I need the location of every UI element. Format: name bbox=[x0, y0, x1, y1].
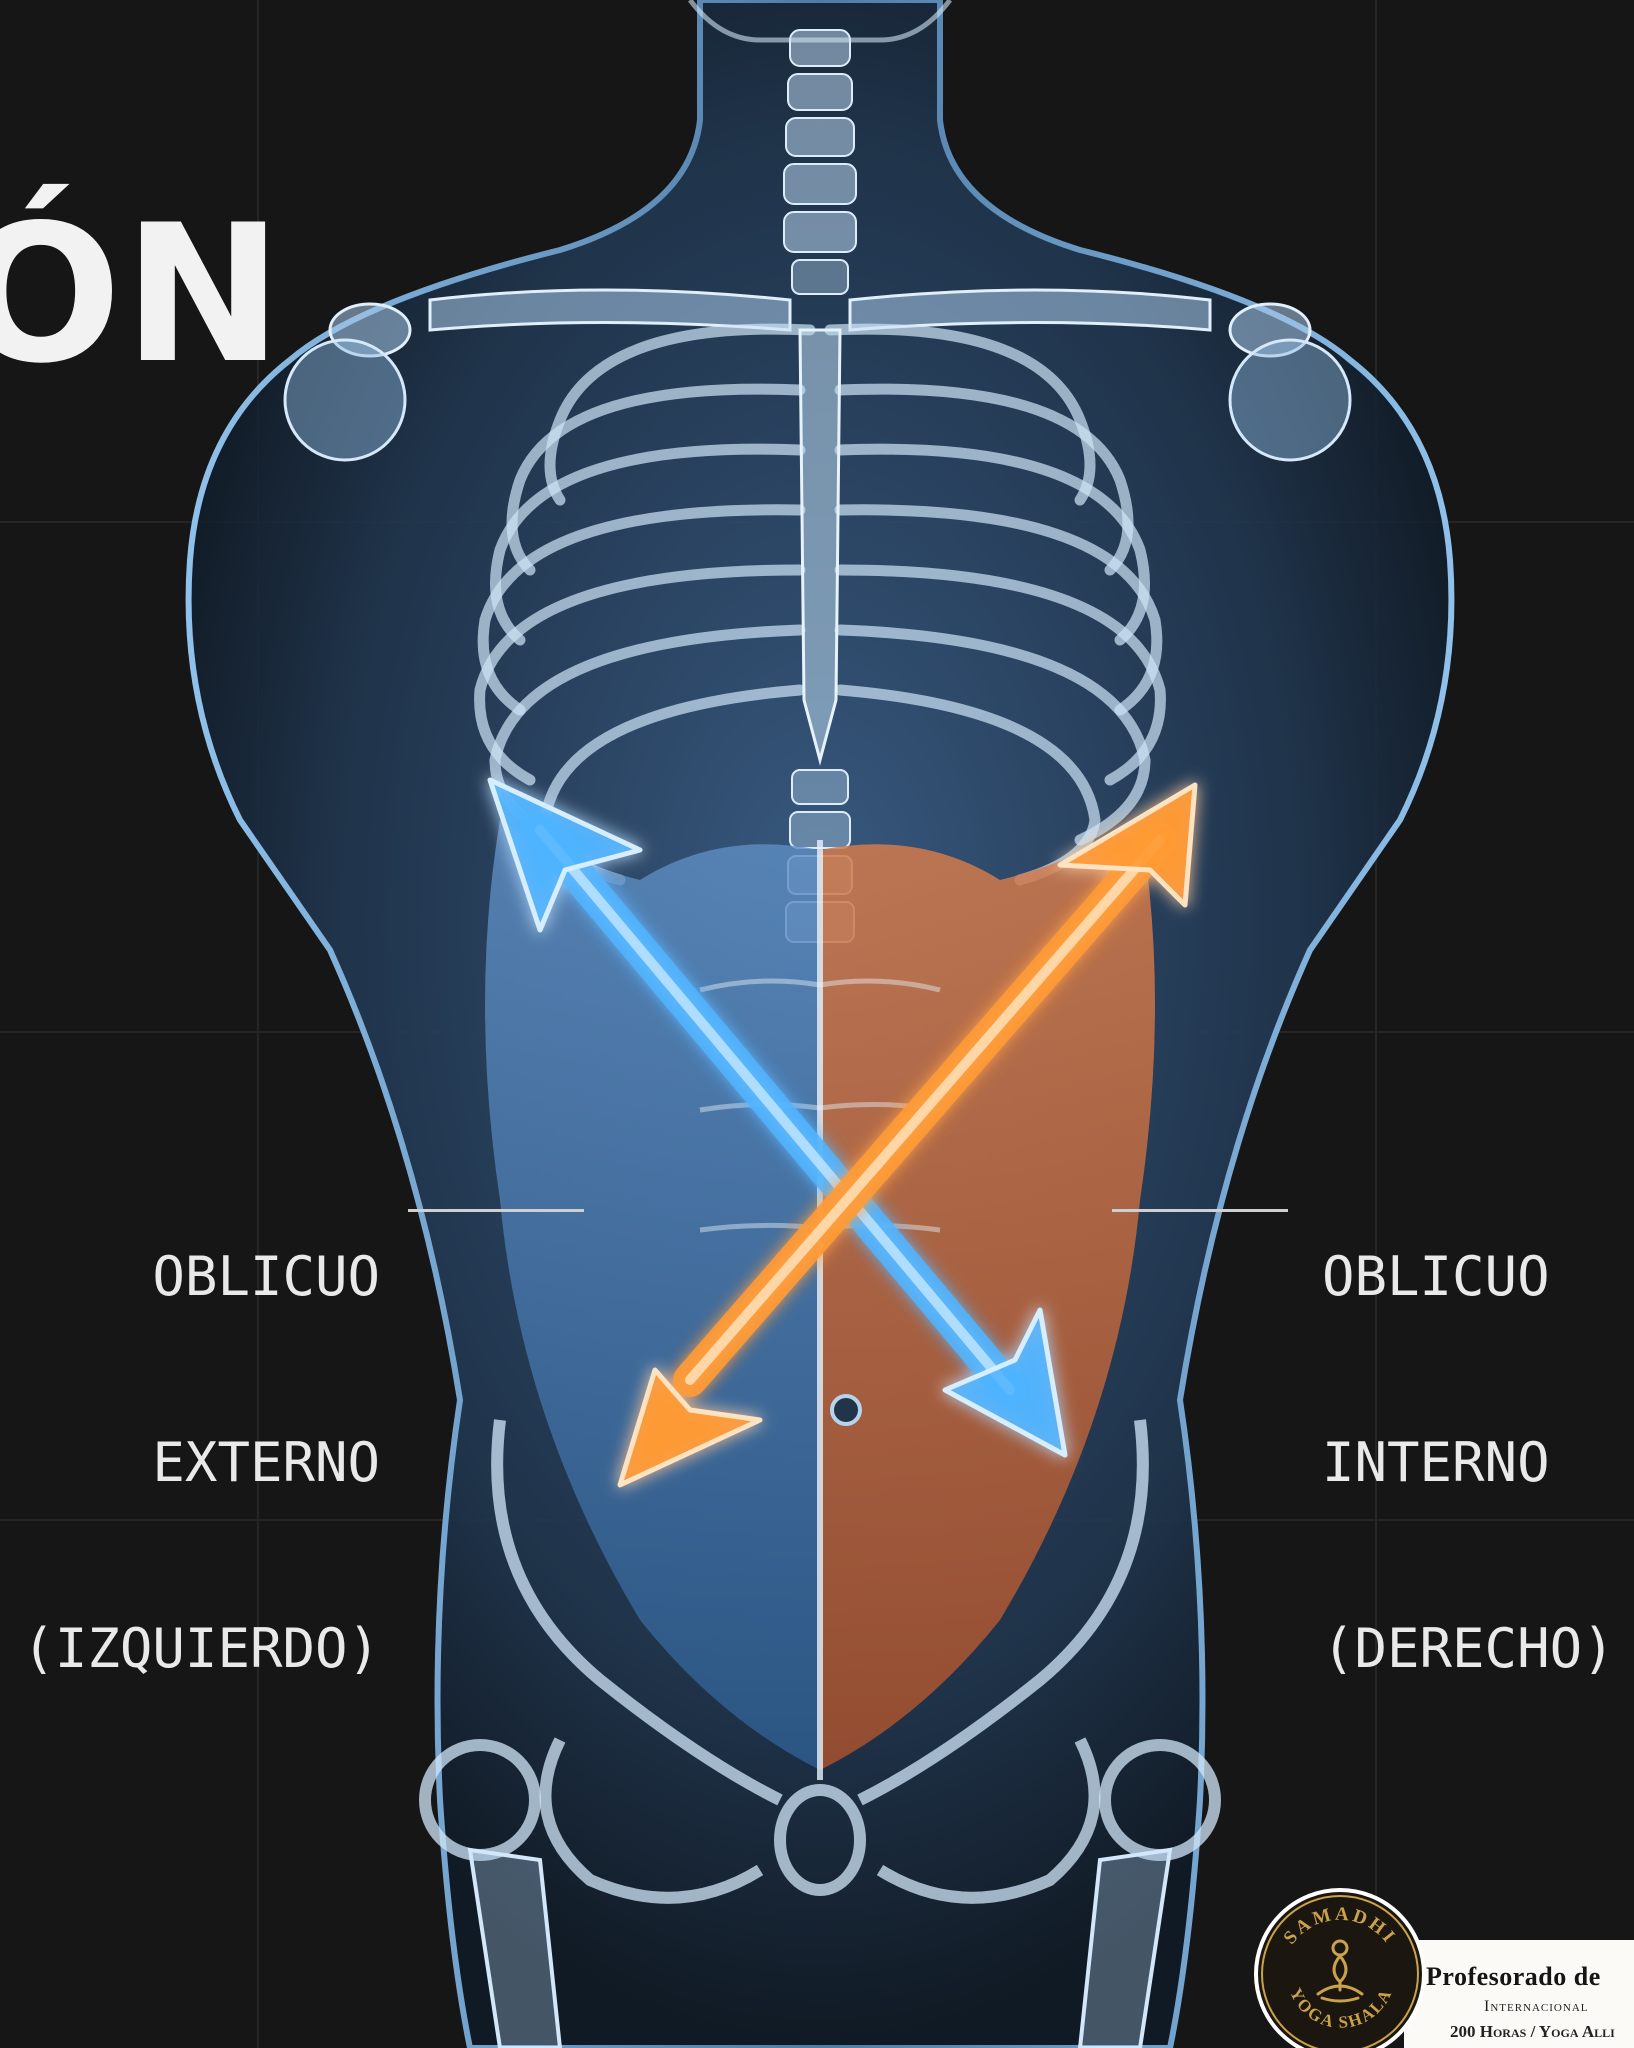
external-oblique-label-line1: OBLICUO bbox=[20, 1246, 380, 1308]
cervical-spine bbox=[784, 30, 856, 252]
internal-oblique-label: OBLICUO INTERNO (DERECHO) bbox=[1322, 1122, 1634, 1804]
ribbon-title: Profesorado de bbox=[1426, 1962, 1601, 1992]
samadhi-logo-badge: SAMADHI YOGA SHALA bbox=[1252, 1886, 1427, 2048]
page-title-fragment: ÓN bbox=[0, 200, 285, 390]
course-ribbon: Profesorado de Internacional 200 Horas /… bbox=[1400, 1936, 1634, 2048]
ribbon-subtitle: Internacional bbox=[1484, 1998, 1589, 2016]
navel bbox=[832, 1396, 860, 1424]
external-oblique-leader-line bbox=[408, 1209, 584, 1212]
sternum bbox=[800, 330, 840, 760]
external-oblique-label-line3: (IZQUIERDO) bbox=[20, 1618, 380, 1680]
external-oblique-label-line2: EXTERNO bbox=[20, 1432, 380, 1494]
internal-oblique-label-line1: OBLICUO bbox=[1322, 1246, 1634, 1308]
internal-oblique-leader-line bbox=[1112, 1209, 1288, 1212]
external-oblique-label: OBLICUO EXTERNO (IZQUIERDO) bbox=[20, 1122, 380, 1804]
internal-oblique-label-line3: (DERECHO) bbox=[1322, 1618, 1634, 1680]
ribbon-hours: 200 Horas / Yoga Alli bbox=[1450, 2022, 1615, 2042]
internal-oblique-label-line2: INTERNO bbox=[1322, 1432, 1634, 1494]
